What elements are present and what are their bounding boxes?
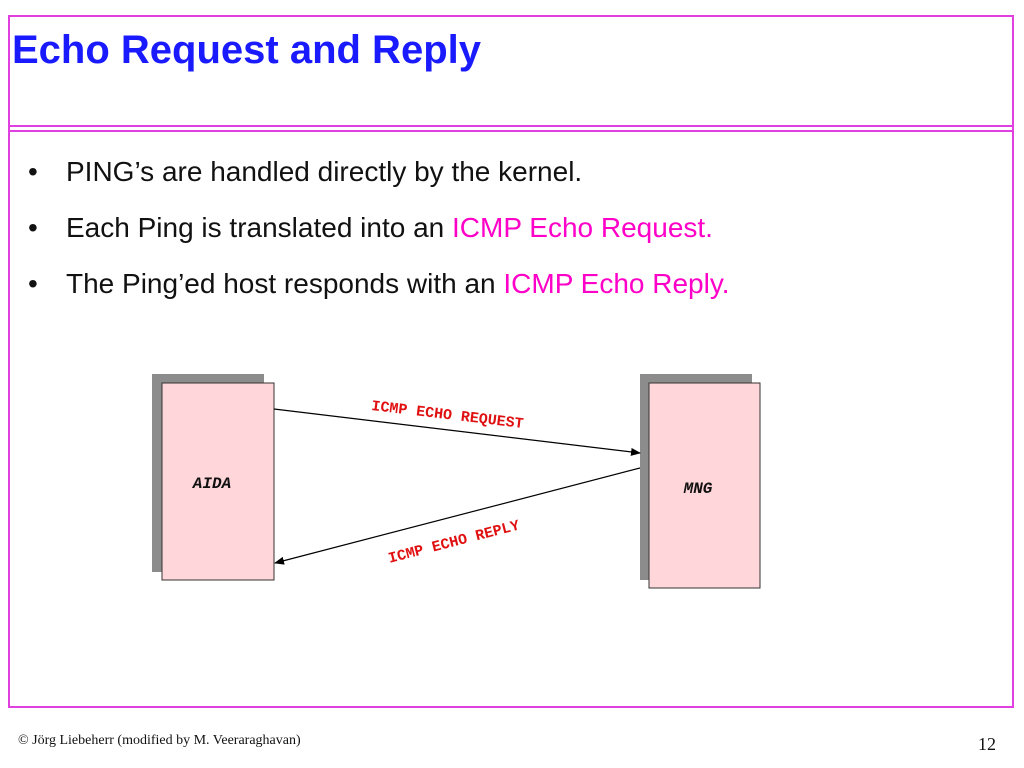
- reply-arrow-label: ICMP ECHO REPLY: [387, 517, 522, 567]
- bullet-highlight: ICMP Echo Reply.: [503, 268, 730, 299]
- bullet-dot: •: [28, 156, 38, 187]
- page-number: 12: [978, 734, 996, 754]
- host-body: [161, 382, 275, 581]
- bullet-dot: •: [28, 212, 38, 243]
- host-box-mng: MNG: [640, 374, 761, 589]
- title-divider-top: [10, 125, 1012, 127]
- bullet-item: • Each Ping is translated into an ICMP E…: [28, 206, 730, 262]
- slide-title: Echo Request and Reply: [12, 28, 481, 72]
- footer-credit: © Jörg Liebeherr (modified by M. Veerara…: [18, 733, 301, 748]
- reply-arrow: [274, 467, 641, 565]
- slide-frame: [8, 15, 1014, 708]
- bullet-item: • PING’s are handled directly by the ker…: [28, 150, 730, 206]
- title-divider-bottom: [10, 130, 1012, 132]
- request-arrow-label: ICMP ECHO REQUEST: [370, 398, 524, 433]
- bullet-text: PING’s are handled directly by the kerne…: [66, 156, 583, 187]
- bullet-text: The Ping’ed host responds with an: [66, 268, 504, 299]
- bullet-item: • The Ping’ed host responds with an ICMP…: [28, 262, 730, 318]
- host-body: [648, 382, 761, 589]
- bullet-highlight: ICMP Echo Request.: [452, 212, 713, 243]
- host-label-aida: AIDA: [192, 475, 231, 493]
- bullet-list: • PING’s are handled directly by the ker…: [28, 150, 730, 318]
- host-label-mng: MNG: [683, 480, 713, 498]
- host-box-aida: AIDA: [152, 374, 275, 581]
- request-arrow: [273, 408, 641, 456]
- bullet-dot: •: [28, 268, 38, 299]
- bullet-text: Each Ping is translated into an: [66, 212, 453, 243]
